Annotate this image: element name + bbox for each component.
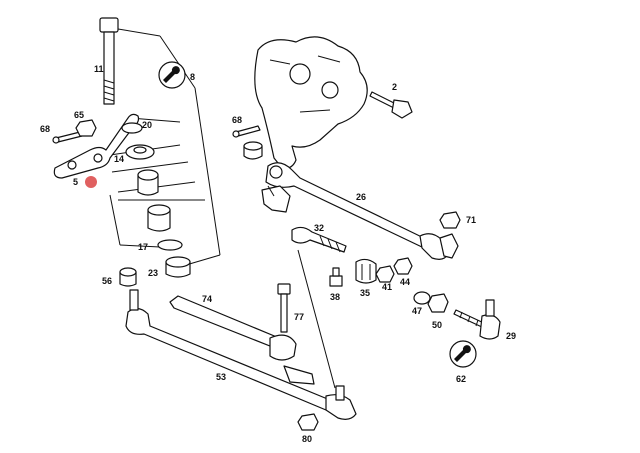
nut-71 [439,211,461,229]
tie-rod-53 [125,289,357,420]
nut-41 [375,265,395,283]
label-62: 62 [456,374,466,384]
steering-gear-housing [254,36,368,169]
label-77: 77 [294,312,304,322]
bolt-2 [369,91,413,119]
label-47: 47 [412,306,422,316]
label-17: 17 [138,242,148,252]
label-74: 74 [202,294,212,304]
highlight-marker [85,176,97,188]
label-35: 35 [360,288,370,298]
ball-joint-32 [291,226,347,253]
washer-14 [125,144,155,160]
part-labels: 11 8 65 68 20 14 5 17 23 56 2 68 26 71 3… [40,64,516,444]
label-26: 26 [356,192,366,202]
label-80: 80 [302,434,312,444]
label-32: 32 [314,223,324,233]
label-41: 41 [382,282,392,292]
label-50: 50 [432,320,442,330]
bracket-35 [355,258,377,284]
label-20: 20 [142,120,152,130]
sleeve [147,204,171,232]
washer-20 [121,122,143,134]
washer-47 [413,291,431,305]
label-53: 53 [216,372,226,382]
label-68-right: 68 [232,115,242,125]
label-56: 56 [102,276,112,286]
cotter-pin-68 [52,131,83,144]
wrench-icon [449,340,477,368]
cap-56 [119,267,137,287]
label-29: 29 [506,331,516,341]
label-71: 71 [466,215,476,225]
label-8: 8 [190,72,195,82]
bolt-77 [277,283,291,333]
nut-23 [165,256,191,278]
steering-damper-74 [169,295,297,361]
bushing [137,169,159,196]
wrench-icon [158,61,186,89]
label-5: 5 [73,177,78,187]
nut-65 [75,119,97,137]
drag-link-26 [261,162,459,260]
nut-80 [297,413,319,431]
label-14: 14 [114,154,124,164]
label-65: 65 [74,110,84,120]
label-2: 2 [392,82,397,92]
castle-nut [243,141,263,160]
pitman-arm-5 [53,113,140,179]
label-68: 68 [40,124,50,134]
leader-lines [267,185,336,389]
label-23: 23 [148,268,158,278]
cotter-pin-68-right [232,125,261,138]
nut-44 [393,257,413,275]
washer-17 [157,239,183,251]
bolt-11 [99,17,119,105]
nut-50 [427,293,449,313]
label-11: 11 [94,64,104,74]
stud-38 [329,267,343,287]
ball-joint-29 [453,299,501,340]
label-44: 44 [400,277,410,287]
label-38: 38 [330,292,340,302]
